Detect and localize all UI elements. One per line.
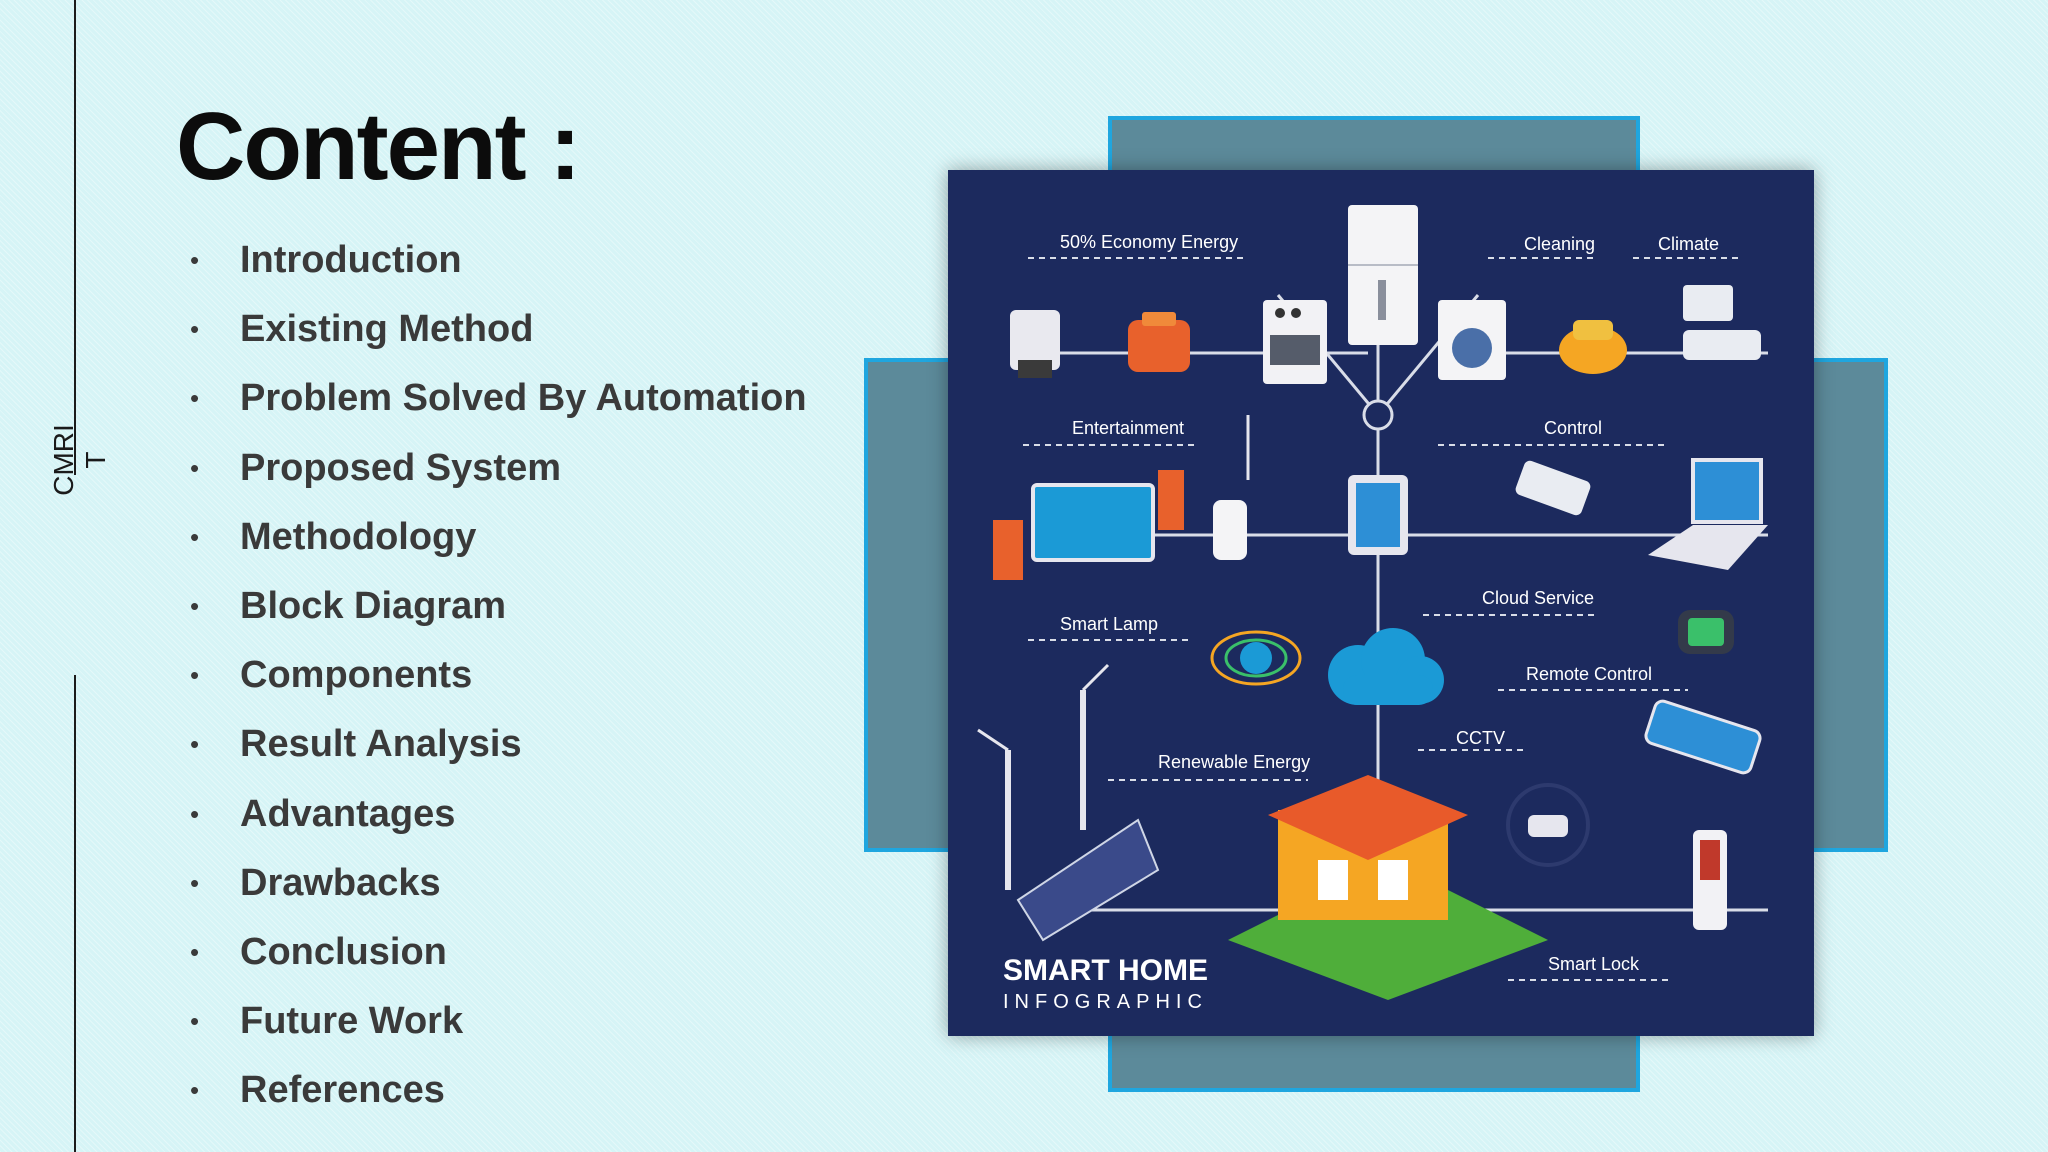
label-control: Control bbox=[1544, 418, 1602, 438]
bullet-icon: • bbox=[190, 383, 200, 414]
list-item-label: Components bbox=[240, 654, 473, 697]
laptop-icon bbox=[1648, 458, 1768, 570]
bullet-icon: • bbox=[190, 1075, 200, 1106]
list-item: • References bbox=[190, 1056, 807, 1125]
wind-turbines-icon bbox=[977, 663, 1110, 890]
bullet-icon: • bbox=[190, 521, 200, 552]
label-smart-lamp: Smart Lamp bbox=[1060, 614, 1158, 634]
smartphone-icon bbox=[1644, 699, 1762, 775]
infographic-labels: 50% Economy Energy Cleaning Climate Ente… bbox=[1003, 232, 1719, 1013]
list-item-label: Result Analysis bbox=[240, 723, 522, 766]
stove-icon bbox=[1263, 300, 1327, 384]
cctv-camera-icon bbox=[1506, 783, 1590, 867]
smartwatch-icon bbox=[1678, 610, 1734, 654]
router-icon bbox=[1213, 415, 1250, 560]
house-icon bbox=[1228, 775, 1548, 1000]
list-item-label: Existing Method bbox=[240, 308, 534, 351]
coffee-machine-icon bbox=[1010, 310, 1060, 378]
list-item: • Conclusion bbox=[190, 918, 807, 987]
smart-lamp-icon bbox=[1210, 630, 1302, 686]
page-title: Content : bbox=[176, 93, 581, 200]
list-item: • Result Analysis bbox=[190, 710, 807, 779]
left-divider-bottom bbox=[74, 675, 76, 1152]
list-item: • Proposed System bbox=[190, 434, 807, 503]
toaster-icon bbox=[1128, 312, 1190, 372]
list-item-label: References bbox=[240, 1069, 445, 1112]
list-item-label: Block Diagram bbox=[240, 585, 507, 628]
bullet-icon: • bbox=[190, 314, 200, 345]
bullet-icon: • bbox=[190, 245, 200, 276]
list-item-label: Problem Solved By Automation bbox=[240, 377, 807, 420]
bullet-icon: • bbox=[190, 867, 200, 898]
list-item-label: Methodology bbox=[240, 515, 477, 558]
bullet-icon: • bbox=[190, 660, 200, 691]
refrigerator-icon bbox=[1348, 205, 1418, 345]
washing-machine-icon bbox=[1438, 300, 1506, 380]
label-cleaning: Cleaning bbox=[1524, 234, 1595, 254]
list-item: • Future Work bbox=[190, 987, 807, 1056]
bullet-icon: • bbox=[190, 729, 200, 760]
dashed-guides bbox=[1023, 257, 1738, 981]
air-conditioner-icon bbox=[1683, 285, 1761, 360]
list-item-label: Future Work bbox=[240, 1000, 464, 1043]
infographic-title: SMART HOME bbox=[1003, 954, 1208, 987]
list-item-label: Conclusion bbox=[240, 930, 447, 973]
list-item-label: Advantages bbox=[240, 792, 456, 835]
label-cctv: CCTV bbox=[1456, 728, 1505, 748]
bullet-icon: • bbox=[190, 798, 200, 829]
list-item-label: Drawbacks bbox=[240, 861, 441, 904]
smart-home-infographic: 50% Economy Energy Cleaning Climate Ente… bbox=[948, 170, 1814, 1036]
side-label-line2: T bbox=[80, 451, 111, 469]
bullet-icon: • bbox=[190, 1006, 200, 1037]
side-label-line1: CMRI bbox=[48, 424, 79, 496]
label-remote: Remote Control bbox=[1526, 664, 1652, 684]
label-smart-lock: Smart Lock bbox=[1548, 954, 1640, 974]
label-renewable: Renewable Energy bbox=[1158, 752, 1310, 772]
solar-panel-icon bbox=[1016, 818, 1160, 942]
infographic-canvas: 50% Economy Energy Cleaning Climate Ente… bbox=[977, 205, 1768, 1013]
remote-phone-icon bbox=[1515, 460, 1591, 516]
side-label: CMRI T bbox=[28, 400, 148, 520]
left-divider-top bbox=[74, 0, 76, 475]
infographic-subtitle: INFOGRAPHIC bbox=[1003, 991, 1208, 1013]
bullet-icon: • bbox=[190, 591, 200, 622]
label-entertainment: Entertainment bbox=[1072, 418, 1184, 438]
contents-list: • Introduction • Existing Method • Problem So… bbox=[190, 226, 807, 1125]
list-item: • Problem Solved By Automation bbox=[190, 364, 807, 433]
label-climate: Climate bbox=[1658, 234, 1719, 254]
list-item-label: Introduction bbox=[240, 239, 462, 282]
list-item: • Block Diagram bbox=[190, 572, 807, 641]
cloud-icon bbox=[1328, 628, 1444, 705]
list-item-label: Proposed System bbox=[240, 446, 561, 489]
label-cloud: Cloud Service bbox=[1482, 588, 1594, 608]
vacuum-robot-icon bbox=[1559, 320, 1627, 374]
label-economy: 50% Economy Energy bbox=[1060, 232, 1238, 252]
smart-lock-icon bbox=[1693, 830, 1727, 930]
list-item: • Introduction bbox=[190, 226, 807, 295]
bullet-icon: • bbox=[190, 452, 200, 483]
list-item: • Advantages bbox=[190, 780, 807, 849]
list-item: • Methodology bbox=[190, 503, 807, 572]
tablet-hub-icon bbox=[1348, 475, 1408, 555]
bullet-icon: • bbox=[190, 936, 200, 967]
tv-speakers-icon bbox=[993, 470, 1184, 580]
list-item: • Components bbox=[190, 641, 807, 710]
list-item: • Existing Method bbox=[190, 295, 807, 364]
hub-wifi-icon bbox=[1362, 399, 1394, 431]
list-item: • Drawbacks bbox=[190, 849, 807, 918]
